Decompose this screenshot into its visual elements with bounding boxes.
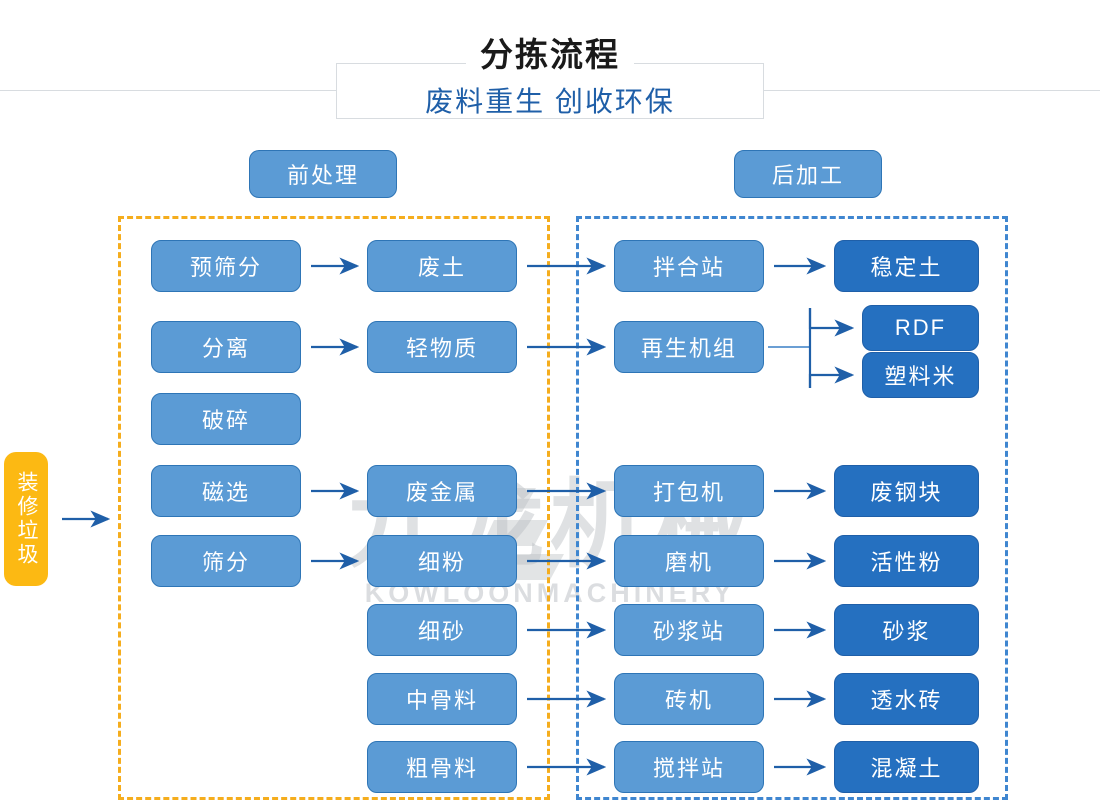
node-equipment-1[interactable]: 再生机组 — [614, 321, 764, 373]
node-product-1[interactable]: RDF — [862, 305, 979, 351]
node-product-2[interactable]: 塑料米 — [862, 352, 979, 398]
node-material-2[interactable]: 废金属 — [367, 465, 517, 517]
node-product-5[interactable]: 砂浆 — [834, 604, 979, 656]
node-equipment-3[interactable]: 磨机 — [614, 535, 764, 587]
node-equipment-6[interactable]: 搅拌站 — [614, 741, 764, 793]
node-product-6[interactable]: 透水砖 — [834, 673, 979, 725]
node-material-0[interactable]: 废土 — [367, 240, 517, 292]
node-material-4[interactable]: 细砂 — [367, 604, 517, 656]
page-subtitle: 废料重生 创收环保 — [0, 86, 1100, 117]
zone-label-postprocessing: 后加工 — [734, 150, 882, 198]
node-process-4[interactable]: 筛分 — [151, 535, 301, 587]
zone-preprocessing — [118, 216, 550, 800]
node-material-3[interactable]: 细粉 — [367, 535, 517, 587]
page-subtitle-text: 废料重生 创收环保 — [411, 86, 689, 117]
node-equipment-2[interactable]: 打包机 — [614, 465, 764, 517]
node-process-0[interactable]: 预筛分 — [151, 240, 301, 292]
node-input-waste[interactable]: 装修垃圾 — [4, 452, 48, 586]
node-process-3[interactable]: 磁选 — [151, 465, 301, 517]
node-product-0[interactable]: 稳定土 — [834, 240, 979, 292]
node-product-4[interactable]: 活性粉 — [834, 535, 979, 587]
node-process-2[interactable]: 破碎 — [151, 393, 301, 445]
node-material-1[interactable]: 轻物质 — [367, 321, 517, 373]
header: 分拣流程 废料重生 创收环保 — [0, 0, 1100, 140]
node-product-3[interactable]: 废钢块 — [834, 465, 979, 517]
header-rule-right — [763, 90, 1100, 91]
header-rule-left — [0, 90, 337, 91]
zone-label-preprocessing: 前处理 — [249, 150, 397, 198]
page-title-text: 分拣流程 — [466, 36, 634, 73]
node-material-6[interactable]: 粗骨料 — [367, 741, 517, 793]
zone-postprocessing — [576, 216, 1008, 800]
node-process-1[interactable]: 分离 — [151, 321, 301, 373]
node-equipment-5[interactable]: 砖机 — [614, 673, 764, 725]
node-equipment-0[interactable]: 拌合站 — [614, 240, 764, 292]
node-equipment-4[interactable]: 砂浆站 — [614, 604, 764, 656]
page-title: 分拣流程 — [0, 36, 1100, 73]
node-product-7[interactable]: 混凝土 — [834, 741, 979, 793]
node-material-5[interactable]: 中骨料 — [367, 673, 517, 725]
